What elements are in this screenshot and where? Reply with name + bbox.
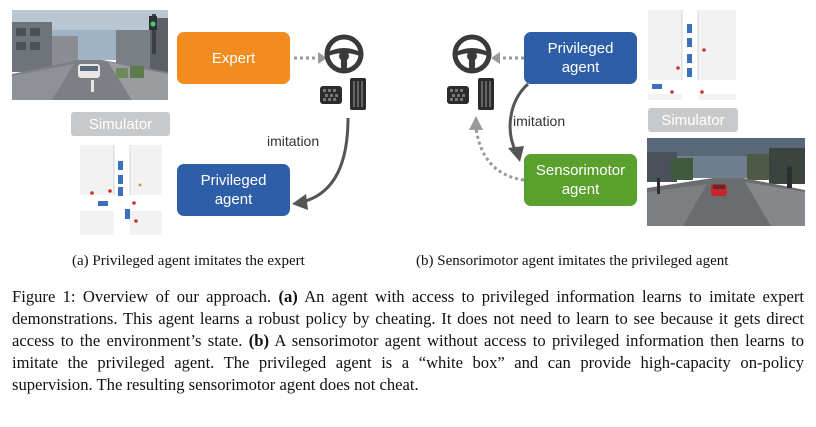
privileged-label-line2-a: agent xyxy=(214,191,253,208)
caption-a-marker: (a) xyxy=(278,287,298,306)
simulator-scene-image-a xyxy=(12,10,168,100)
sensorimotor-agent-box: Sensorimotor agent xyxy=(524,154,637,206)
caption-prefix: Figure 1: Overview of our approach. xyxy=(12,287,279,306)
caption-b-text: A sensorimotor agent without access to p… xyxy=(12,331,804,394)
sensorimotor-label-line2: agent xyxy=(561,181,600,198)
imitation-arrow-b xyxy=(500,82,540,164)
steering-wheel-icon-b xyxy=(452,34,492,74)
sensorimotor-scene-image-b xyxy=(647,138,805,226)
subcaption-a: (a) Privileged agent imitates the expert xyxy=(72,253,305,269)
privileged-label-line1-a: Privileged xyxy=(200,172,267,189)
dotted-arrow-b-top xyxy=(490,50,526,66)
sensorimotor-label-line1: Sensorimotor xyxy=(535,162,626,179)
privileged-label-line2-b: agent xyxy=(561,59,600,76)
gas-pedal-icon-b xyxy=(478,78,494,110)
imitation-label-b: imitation xyxy=(513,113,566,129)
privileged-agent-box-b: Privileged agent xyxy=(524,32,637,84)
expert-label: Expert xyxy=(211,49,256,67)
dotted-arrow-a xyxy=(292,50,328,66)
brake-pedal-icon-a xyxy=(320,86,342,104)
figure-caption: Figure 1: Overview of our approach. (a) … xyxy=(12,286,804,396)
simulator-label-b: Simulator xyxy=(648,108,738,132)
caption-b-marker: (b) xyxy=(248,331,269,350)
privileged-label-line1-b: Privileged xyxy=(547,40,614,57)
imitation-label-a: imitation xyxy=(267,133,320,149)
birds-eye-map-image-a xyxy=(80,145,162,235)
birds-eye-map-image-b xyxy=(648,10,736,100)
expert-box: Expert xyxy=(177,32,290,84)
subcaption-b: (b) Sensorimotor agent imitates the priv… xyxy=(416,253,729,269)
gas-pedal-icon-a xyxy=(350,78,366,110)
privileged-agent-box-a: Privileged agent xyxy=(177,164,290,216)
simulator-label-a: Simulator xyxy=(71,112,170,136)
imitation-arrow-a xyxy=(286,114,358,214)
brake-pedal-icon-b xyxy=(447,86,469,104)
steering-wheel-icon-a xyxy=(324,34,364,74)
caption-a-text: An agent with access to privileged infor… xyxy=(12,287,804,350)
dotted-arrow-b-bottom xyxy=(464,110,528,190)
